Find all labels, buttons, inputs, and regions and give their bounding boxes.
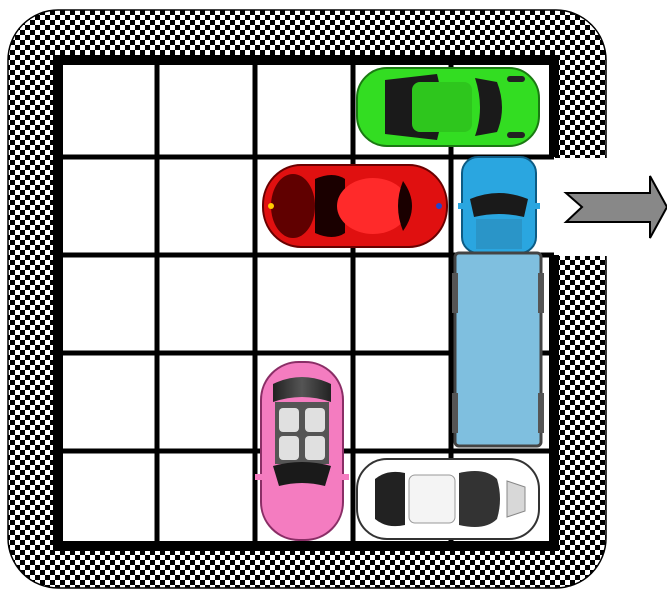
blue-car[interactable] bbox=[458, 156, 540, 254]
right-arrow-icon bbox=[563, 175, 667, 239]
green-car[interactable] bbox=[356, 67, 540, 147]
pink-car[interactable] bbox=[255, 361, 349, 541]
truck[interactable] bbox=[452, 251, 544, 448]
red-car[interactable] bbox=[262, 164, 448, 248]
white-car[interactable] bbox=[356, 458, 540, 540]
